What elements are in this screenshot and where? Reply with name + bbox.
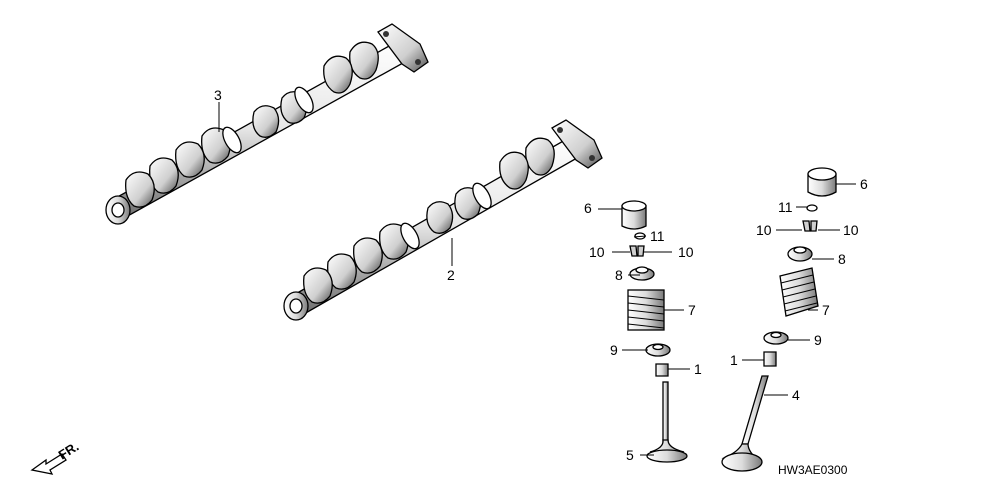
camshaft-3 [105,23,429,225]
leader-lines [218,102,856,456]
callout-7-left: 7 [688,302,696,318]
valve-4 [721,375,769,472]
spring-seat-left [645,343,671,357]
camshaft-2 [283,119,603,321]
callout-9-right: 9 [814,332,822,348]
valve-assembly-right [721,167,837,472]
diagram-code: HW3AE0300 [778,463,848,477]
cotters-left [629,245,645,257]
callout-1-left: 1 [694,361,702,377]
spring-left [627,289,665,331]
callout-11-right: 11 [778,199,793,215]
cotters-right [802,220,818,232]
callout-10-left-b: 10 [678,244,694,260]
callout-2: 2 [447,267,455,283]
callout-6-right: 6 [860,176,868,192]
callout-9-left: 9 [610,342,618,358]
callout-5: 5 [626,447,634,463]
callout-11-left: 11 [650,228,665,244]
callout-8-left: 8 [615,267,623,283]
tappet-left [621,200,647,230]
callout-10-right-a: 10 [756,222,772,238]
retainer-right [787,246,813,262]
callout-6-left: 6 [584,200,592,216]
retainer-left [629,266,655,281]
callout-8-right: 8 [838,251,846,267]
callout-3: 3 [214,87,222,103]
callout-10-left-a: 10 [589,244,605,260]
callout-1-right: 1 [730,352,738,368]
spring-right [779,267,819,317]
callout-10-right-b: 10 [843,222,859,238]
callout-labels: 3 2 6 11 10 10 8 7 9 1 5 6 11 10 10 8 7 … [214,87,868,463]
callout-4: 4 [792,387,800,403]
spring-seat-right [763,331,789,345]
front-arrow-icon [30,453,67,475]
valve-5 [646,381,688,463]
tappet-right [807,167,837,197]
front-direction-indicator: FR. [30,439,81,475]
stem-seal-left [655,363,669,377]
stem-seal-right [763,351,777,367]
callout-7-right: 7 [822,302,830,318]
shim-right [806,204,818,212]
